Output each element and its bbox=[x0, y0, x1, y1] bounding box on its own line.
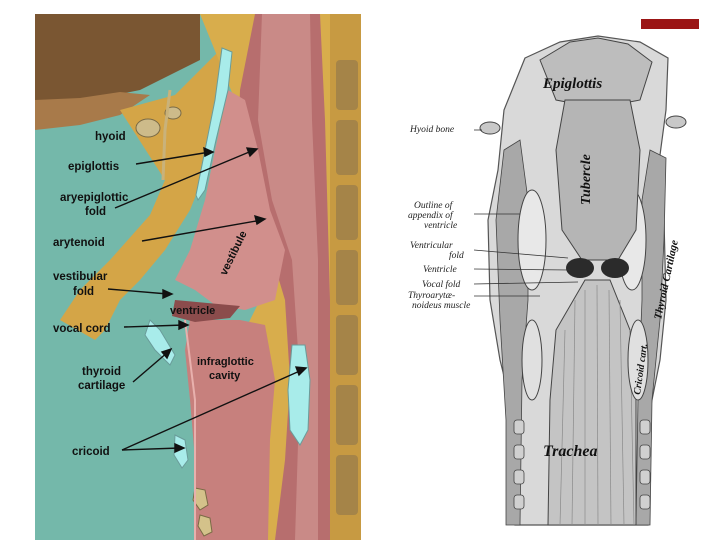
label-vocal-fold: Vocal fold bbox=[422, 279, 461, 290]
label-trachea: Trachea bbox=[543, 443, 598, 460]
label-tubercle: Tubercle bbox=[579, 154, 594, 205]
label-ventricular-line2: fold bbox=[449, 250, 464, 261]
label-ventricle-right: Ventricle bbox=[423, 265, 457, 275]
label-outline-line2: appendix of bbox=[408, 210, 454, 221]
label-outline-line1: Outline of bbox=[414, 200, 454, 211]
label-outline-line3: ventricle bbox=[424, 221, 457, 231]
label-hyoid-bone: Hyoid bone bbox=[409, 125, 454, 135]
label-epiglottis-right: Epiglottis bbox=[542, 76, 602, 92]
label-thyroary-line1: Thyroarytæ- bbox=[408, 291, 455, 301]
label-thyroary-line2: noideus muscle bbox=[412, 301, 470, 311]
label-ventricular-line1: Ventricular bbox=[410, 241, 453, 251]
